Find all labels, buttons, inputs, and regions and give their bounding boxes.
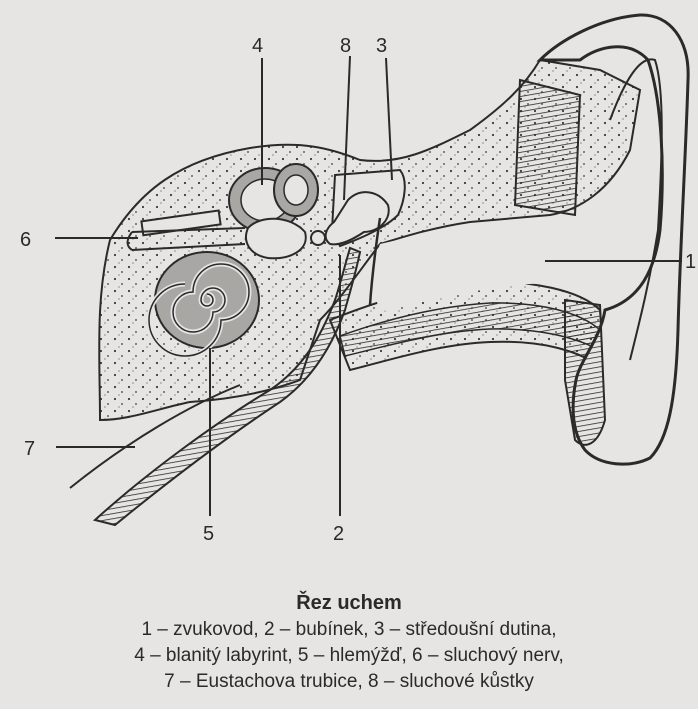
callout-number-6: 6 xyxy=(20,229,31,251)
caption-legend-line: 7 – Eustachova trubice, 8 – sluchové kůs… xyxy=(0,669,698,695)
callout-number-7: 7 xyxy=(24,438,35,460)
callout-number-2: 2 xyxy=(333,523,344,545)
caption-legend-line: 1 – zvukovod, 2 – bubínek, 3 – středoušn… xyxy=(0,617,698,643)
auricle-cartilage xyxy=(515,80,580,215)
callout-number-5: 5 xyxy=(203,523,214,545)
callout-number-8: 8 xyxy=(340,35,351,57)
figure-caption: Řez uchem 1 – zvukovod, 2 – bubínek, 3 –… xyxy=(0,590,698,695)
caption-legend-line: 4 – blanitý labyrint, 5 – hlemýžď, 6 – s… xyxy=(0,643,698,669)
stapes-footplate xyxy=(311,231,325,245)
callout-number-4: 4 xyxy=(252,35,263,57)
callout-number-3: 3 xyxy=(376,35,387,57)
callout-number-1: 1 xyxy=(685,251,696,273)
caption-title: Řez uchem xyxy=(0,590,698,616)
auricle-lower-cartilage xyxy=(565,300,605,445)
